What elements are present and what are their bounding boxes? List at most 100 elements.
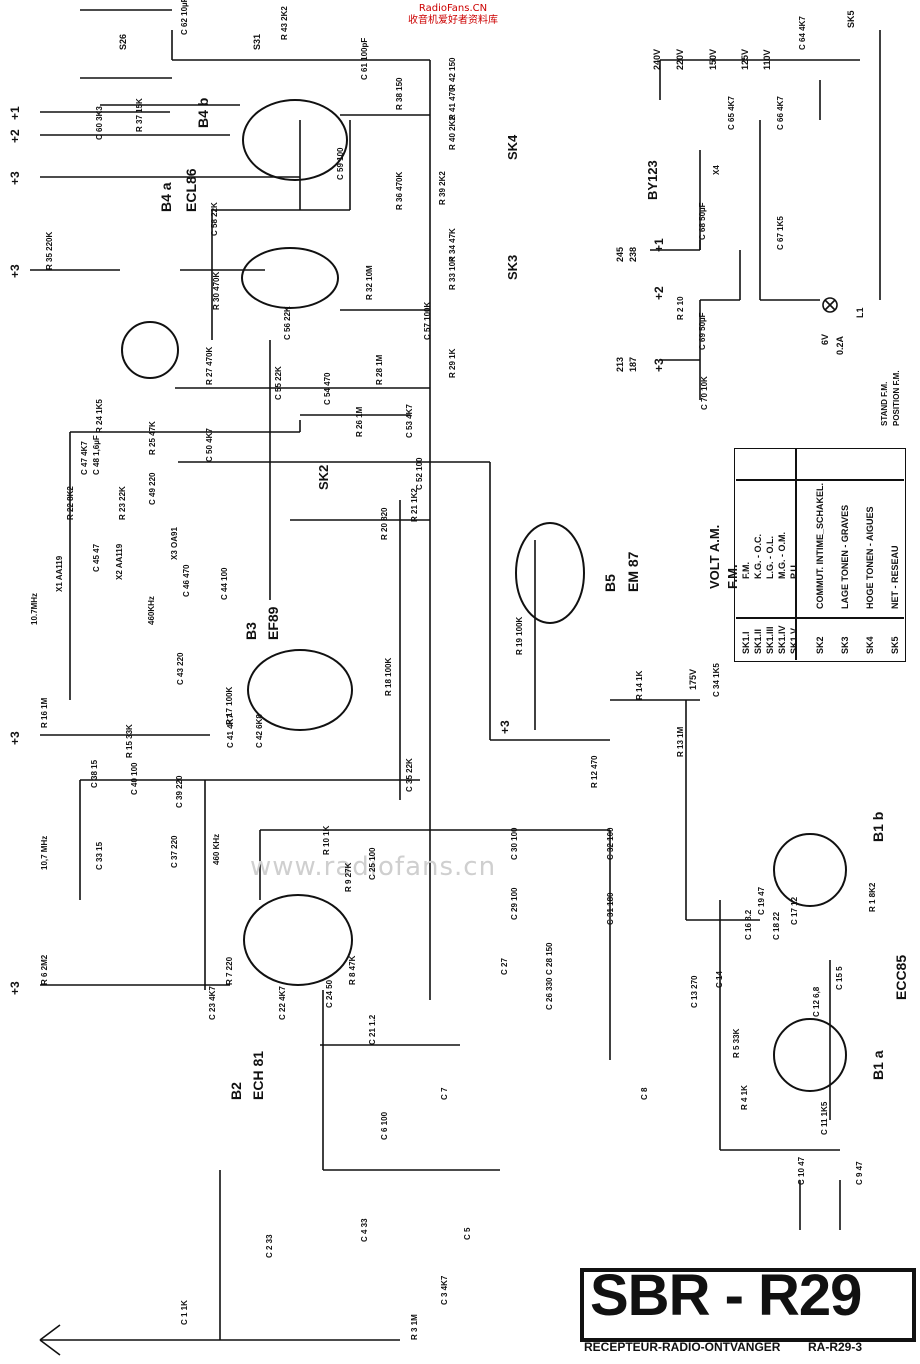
title-box xyxy=(580,1268,916,1342)
capacitor-label: C 50 4K7 xyxy=(205,428,214,462)
switch-row-function: HOGE TONEN - AIGUES xyxy=(865,506,875,609)
capacitor-label: C 70 10K xyxy=(700,376,709,410)
watermark-center: www.radiofans.cn xyxy=(250,852,497,882)
tube-b4a-type: ECL86 xyxy=(183,168,199,212)
capacitor-label: C 52 100 xyxy=(415,457,424,490)
volt-245: 245 xyxy=(615,246,625,262)
lamp-ref: L1 xyxy=(855,307,865,318)
capacitor-label: C 22 4K7 xyxy=(278,986,287,1020)
title-reference: RA-R29-3 xyxy=(808,1340,863,1354)
capacitor-label: C 33 15 xyxy=(95,841,104,870)
tube-b1b-label: B1 b xyxy=(870,811,886,842)
capacitor-label: C 41 4K7 xyxy=(226,714,235,748)
switch-table-heading-fm: F.M. xyxy=(725,564,740,589)
freq-label: 460 KHz xyxy=(212,833,221,865)
capacitor-label: C 44 100 xyxy=(220,567,229,600)
watermark-top-line-1: RadioFans.CN xyxy=(418,3,488,14)
switch-row-id: SK1.IV xyxy=(777,625,787,654)
diode-label: X4 xyxy=(712,165,721,175)
volt-213: 213 xyxy=(615,356,625,372)
resistor-label: R 21 1K2 xyxy=(410,488,419,522)
resistor-label: R 29 1K xyxy=(448,348,457,378)
capacitor-label: C 28 150 xyxy=(545,942,554,975)
capacitor-label: C 53 4K7 xyxy=(405,404,414,438)
tube-b1-type: ECC85 xyxy=(893,954,909,1000)
capacitor-label: C 38 15 xyxy=(90,759,99,788)
diode-label: X3 OA91 xyxy=(170,527,179,560)
capacitor-label: C 69 50µF xyxy=(698,312,707,350)
resistor-label: R 43 2K2 xyxy=(280,6,289,40)
ps-plus3: +3 xyxy=(652,358,666,372)
resistor-label: R 30 470K xyxy=(212,271,221,310)
resistor-label: R 10 1K xyxy=(322,825,331,855)
capacitor-label: C 42 6K8 xyxy=(255,714,264,748)
resistor-label: R 32 10M xyxy=(365,265,374,300)
capacitor-label: C 46 470 xyxy=(182,564,191,597)
tube-b2-label: B2 xyxy=(228,1082,244,1100)
switch-row-id: SK1.V xyxy=(789,627,799,654)
stand-note-2: POSITION F.M. xyxy=(892,370,901,426)
capacitor-label: C 61 100pF xyxy=(360,37,369,80)
capacitor-label: C 29 100 xyxy=(510,887,519,920)
resistor-label: R 14 1K xyxy=(635,670,644,700)
capacitor-label: C 18 22 xyxy=(772,911,781,940)
switch-row-id: SK5 xyxy=(890,636,900,654)
capacitor-label: C 58 22K xyxy=(210,202,219,236)
resistor-label: R 27 470K xyxy=(205,346,214,385)
tube-b2-type: ECH 81 xyxy=(250,1050,266,1100)
capacitor-label: C 59 100 xyxy=(336,147,345,180)
watermark-top-line-2: 收音机爱好者资料库 xyxy=(408,15,498,26)
resistor-label: R 3 1M xyxy=(410,1314,419,1340)
volt-175v: 175V xyxy=(688,668,698,690)
tap-110v: 110V xyxy=(762,49,772,70)
capacitor-label: C 45 47 xyxy=(92,543,101,572)
resistor-label: R 5 33K xyxy=(732,1028,741,1058)
capacitor-label: C 26 330 xyxy=(545,977,554,1010)
resistor-label: R 40 2K2 xyxy=(448,116,457,150)
switch-row-id: SK2 xyxy=(815,636,825,654)
tap-220v: 220V xyxy=(675,48,685,70)
resistor-label: R 15 33K xyxy=(125,724,134,758)
capacitor-label: C 19 47 xyxy=(757,886,766,915)
capacitor-label: C 43 220 xyxy=(176,652,185,685)
rectifier-label: BY123 xyxy=(645,160,660,200)
switch-sk3-label: SK3 xyxy=(505,254,520,280)
tube-b5-label: B5 xyxy=(602,574,618,592)
capacitor-label: C 37 220 xyxy=(170,835,179,868)
capacitor-label: C 8 xyxy=(640,1087,649,1100)
volt-238: 238 xyxy=(628,246,638,262)
capacitor-label: C 39 220 xyxy=(175,775,184,808)
capacitor-label: C 14 xyxy=(715,971,724,988)
switch-row-id: SK4 xyxy=(865,636,875,654)
switch-row-function: L.G. - O.L. xyxy=(765,536,775,579)
resistor-label: R 19 100K xyxy=(515,616,524,655)
resistor-label: R 26 1M xyxy=(355,406,364,437)
resistor-label: R 33 10K xyxy=(448,256,457,290)
capacitor-label: C 47 4K7 xyxy=(80,441,89,475)
tap-240v: 240V xyxy=(652,48,662,70)
freq-label: 10.7MHz xyxy=(30,592,39,625)
capacitor-label: C 11 1K5 xyxy=(820,1101,829,1135)
capacitor-label: C 1 1K xyxy=(180,1300,189,1325)
capacitor-label: C 24 50 xyxy=(325,979,334,1008)
resistor-label: R 39 2K2 xyxy=(438,171,447,205)
capacitor-label: C 13 270 xyxy=(690,975,699,1008)
page-title: SBR - R29 xyxy=(590,1263,862,1328)
switch-row-id: SK1.III xyxy=(765,626,775,654)
switch-table: VOLT A.M. F.M. SK1.I F.M. SK1.II K.G. - … xyxy=(707,448,906,662)
volt-187: 187 xyxy=(628,356,638,372)
resistor-label: R 13 1M xyxy=(676,726,685,757)
rail-plus3-e: +3 xyxy=(498,720,512,734)
tap-125v: 125V xyxy=(740,48,750,70)
capacitor-label: C 21 1.2 xyxy=(368,1014,377,1045)
capacitor-label: C 60 3K3 xyxy=(95,106,104,140)
resistor-label: R 23 22K xyxy=(118,486,127,520)
capacitor-label: C 62 10µF xyxy=(180,0,189,35)
tube-b4a-label: B4 a xyxy=(158,182,174,212)
resistor-label: R 6 2M2 xyxy=(40,954,49,985)
tube-b3-type: EF89 xyxy=(265,606,281,640)
switch-row-id: SK1.II xyxy=(753,628,763,654)
ps-plus1: +1 xyxy=(652,238,666,252)
capacitor-label: C 5 xyxy=(463,1227,472,1240)
